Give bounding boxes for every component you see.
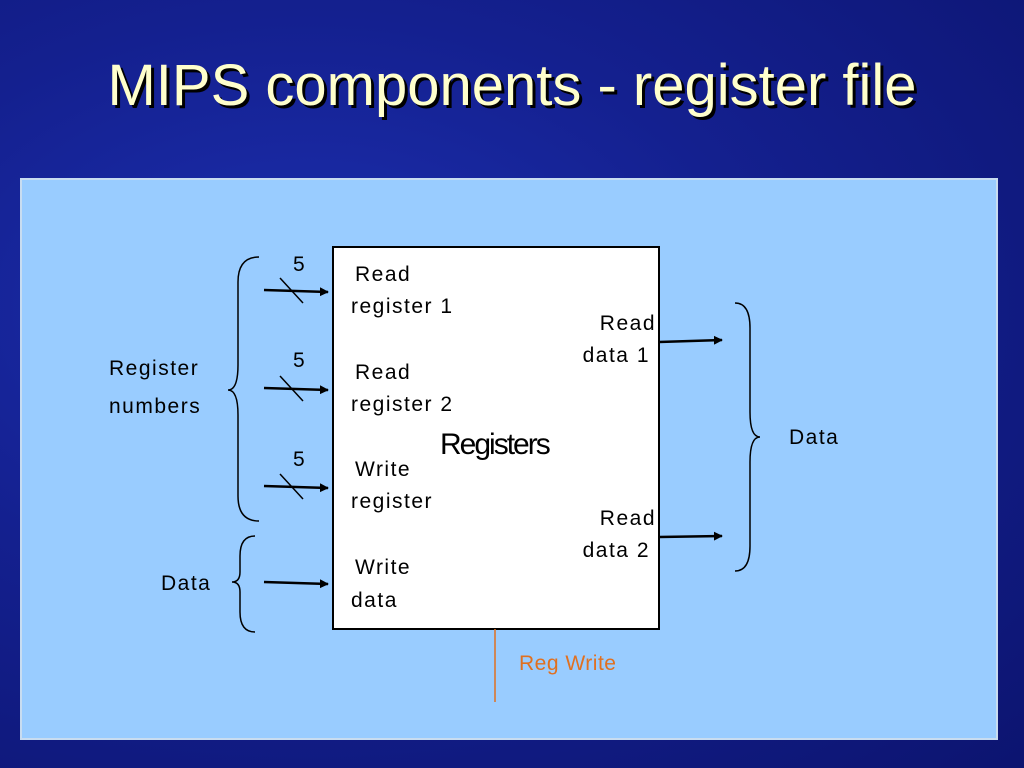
port-read-data-1-line2: data 1 [583, 344, 650, 367]
port-read-register-1-line2: register 1 [351, 295, 454, 318]
label-output-data: Data [789, 426, 839, 449]
port-read-data-2-line2: data 2 [583, 539, 650, 562]
diagram-panel: Registers Read register 1 Read register … [20, 178, 998, 740]
output-arrow-read-data-2 [658, 531, 723, 541]
input-arrow-write-register [263, 483, 329, 493]
brace-input-data [231, 535, 256, 633]
port-read-data-2-line1: Read [600, 507, 656, 530]
label-register-numbers-line2: numbers [109, 395, 201, 418]
bus-slash-read-register-1 [279, 277, 304, 304]
port-write-register-line2: register [351, 490, 433, 513]
port-write-register-line1: Write [355, 458, 411, 481]
label-register-numbers-line1: Register [109, 357, 199, 380]
port-read-register-2-line1: Read [355, 361, 411, 384]
bus-slash-read-register-2 [279, 375, 304, 402]
register-file-diagram: Registers Read register 1 Read register … [109, 246, 839, 702]
port-write-data-line1: Write [355, 556, 411, 579]
input-arrow-read-register-1 [263, 287, 329, 297]
label-input-data: Data [161, 572, 211, 595]
brace-output-data [734, 302, 761, 572]
bus-slash-write-register [279, 473, 304, 500]
registers-label: Registers [440, 428, 550, 461]
reg-write-label: Reg Write [519, 652, 616, 675]
register-file-block [332, 246, 660, 630]
bus-width-write-register: 5 [293, 448, 306, 471]
port-read-register-1-line1: Read [355, 263, 411, 286]
port-write-data-line2: data [351, 589, 398, 612]
slide-title: MIPS components - register file [107, 53, 917, 118]
input-arrow-write-data [263, 579, 329, 589]
brace-register-numbers [227, 256, 260, 522]
port-read-register-2-line2: register 2 [351, 393, 454, 416]
bus-width-read-register-1: 5 [293, 253, 306, 276]
input-arrow-read-register-2 [263, 385, 329, 395]
output-arrow-read-data-1 [658, 335, 723, 345]
port-read-data-1-line1: Read [600, 312, 656, 335]
bus-width-read-register-2: 5 [293, 349, 306, 372]
